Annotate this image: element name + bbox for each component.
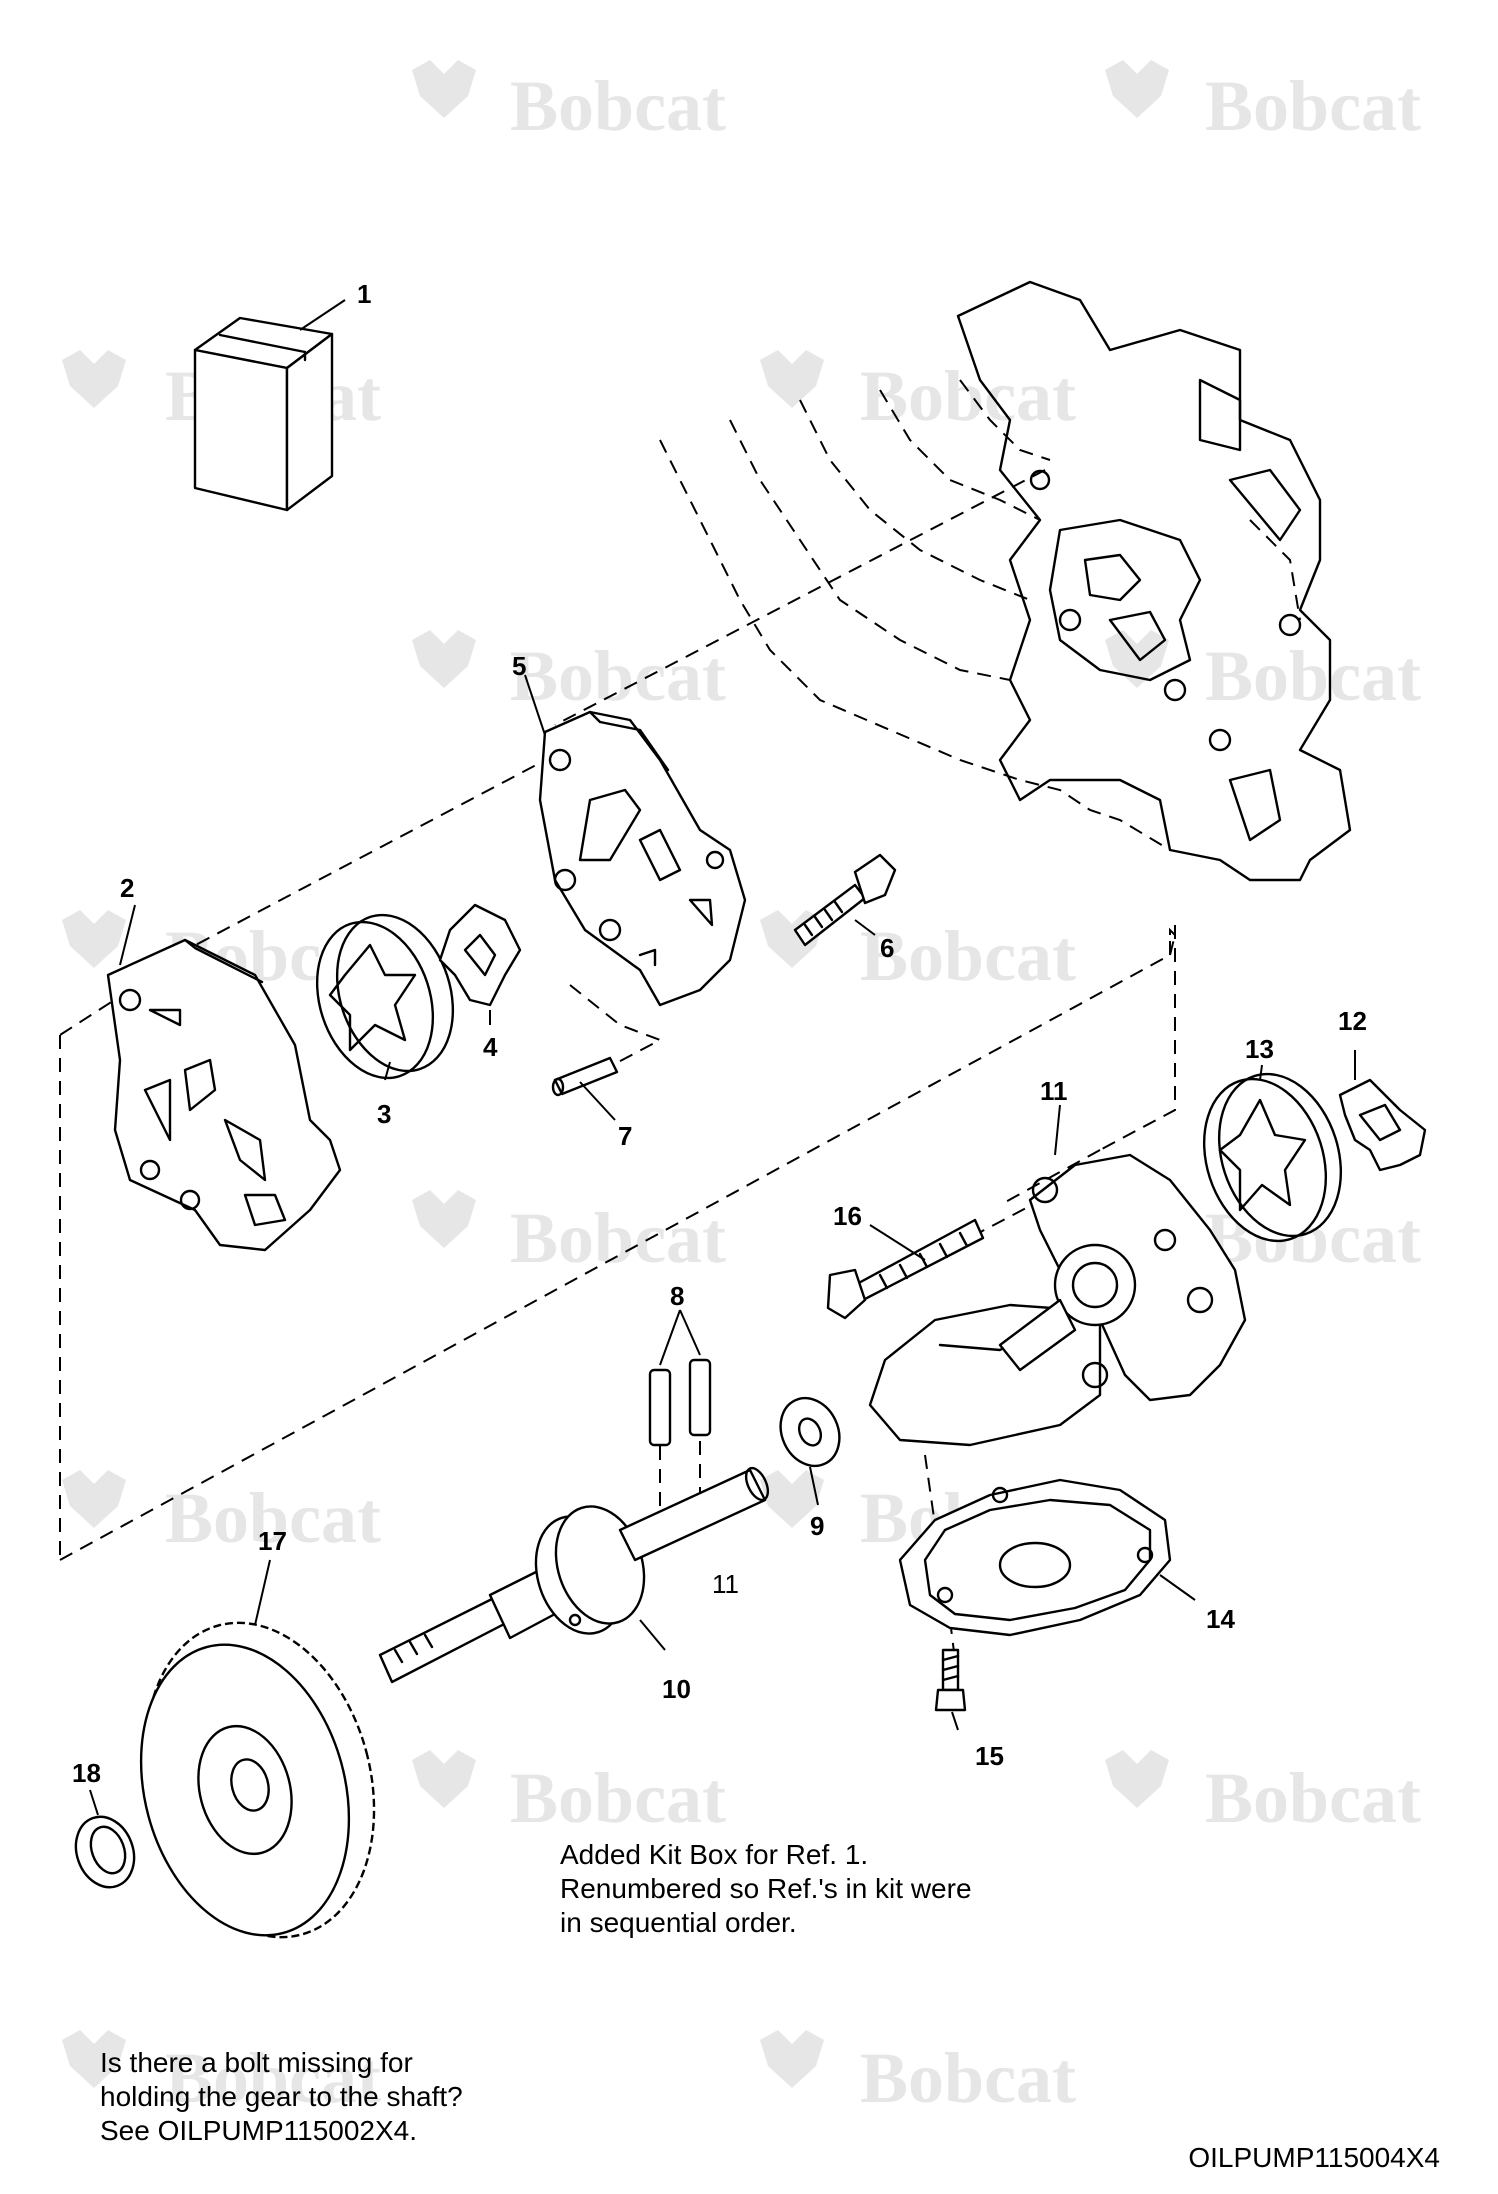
- callout-1: 1: [357, 279, 371, 309]
- watermark-text: Bobcat: [510, 66, 726, 146]
- watermark-text: Bobcat: [165, 2038, 381, 2118]
- callout-18: 18: [72, 1758, 101, 1788]
- missing-bolt-note: Is there a bolt missing for holding the …: [100, 2047, 463, 2146]
- watermark-text: Bobcat: [165, 1478, 381, 1558]
- watermark-text: Bobcat: [510, 1758, 726, 1838]
- figure-identifier: OILPUMP115004X4: [1188, 2142, 1440, 2173]
- callout-9: 9: [810, 1511, 824, 1541]
- leader-lines: [89, 299, 1356, 1816]
- shaft-part-10: [378, 1466, 770, 1684]
- gasket-part-14: [898, 1478, 1172, 1637]
- kit-box-part-1: [193, 316, 334, 512]
- engine-block: [659, 280, 1352, 882]
- callout-4: 4: [483, 1032, 498, 1062]
- alignment-lines: [59, 469, 1176, 1811]
- callout-labels: 1 2 3 4 5 6 7 8 9 10 11 11 12 13 14 15 1…: [72, 279, 1367, 1788]
- watermark: Bobcat: [412, 630, 726, 716]
- callout-2: 2: [120, 873, 134, 903]
- outer-rotor-part-13: [1202, 1072, 1343, 1243]
- callout-8: 8: [670, 1281, 684, 1311]
- outer-rotor-part-3: [315, 913, 455, 1080]
- callout-17: 17: [258, 1526, 287, 1556]
- watermark: Bobcat: [412, 1750, 726, 1838]
- callout-7: 7: [618, 1121, 632, 1151]
- kit-box-note: Added Kit Box for Ref. 1. Renumbered so …: [560, 1839, 972, 1938]
- callout-13: 13: [1245, 1034, 1274, 1064]
- callout-16: 16: [833, 1201, 862, 1231]
- inner-rotor-part-12: [1338, 1078, 1427, 1172]
- seal-part-18: [74, 1815, 136, 1889]
- pin-part-7: [551, 1056, 619, 1097]
- dowel-pins-part-8: [648, 1309, 712, 1447]
- gear-part-17: [139, 1621, 376, 1939]
- inner-rotor-part-4: [438, 903, 522, 1007]
- pump-plate-part-2: [106, 938, 342, 1252]
- bolt-part-6: [793, 853, 897, 947]
- watermark-text: Bobcat: [510, 1198, 726, 1278]
- watermark: Bobcat: [412, 60, 726, 146]
- pump-housing-part-11: [868, 1153, 1247, 1447]
- washer-part-9: [779, 1396, 841, 1468]
- callout-5: 5: [512, 651, 526, 681]
- callout-3: 3: [377, 1099, 391, 1129]
- callout-12: 12: [1338, 1006, 1367, 1036]
- watermark-text: Bobcat: [1205, 66, 1421, 146]
- watermark-text: Bobcat: [1205, 636, 1421, 716]
- watermark: Bobcat: [1105, 630, 1421, 716]
- pump-body-part-5: [538, 710, 747, 1007]
- watermark: Bobcat: [412, 1190, 726, 1278]
- watermark-text: Bobcat: [860, 916, 1076, 996]
- watermark: Bobcat: [1105, 1750, 1421, 1838]
- watermark-text: Bobcat: [510, 636, 726, 716]
- bolt-part-16: [826, 1218, 985, 1320]
- watermark-text: Bobcat: [860, 356, 1076, 436]
- callout-15: 15: [975, 1741, 1004, 1771]
- screw-part-15: [934, 1648, 967, 1712]
- watermark: Bobcat: [760, 350, 1076, 436]
- callout-11-secondary: 11: [712, 1569, 739, 1599]
- watermark: Bobcat: [62, 2030, 381, 2118]
- callout-11: 11: [1040, 1076, 1068, 1106]
- watermark: Bobcat: [1105, 60, 1421, 146]
- watermark-text: Bobcat: [1205, 1758, 1421, 1838]
- callout-6: 6: [880, 933, 894, 963]
- watermark: Bobcat: [760, 2030, 1076, 2118]
- callout-10: 10: [662, 1674, 691, 1704]
- watermark: Bobcat: [62, 1470, 381, 1558]
- callout-14: 14: [1206, 1604, 1235, 1634]
- watermark-text: Bobcat: [860, 2038, 1076, 2118]
